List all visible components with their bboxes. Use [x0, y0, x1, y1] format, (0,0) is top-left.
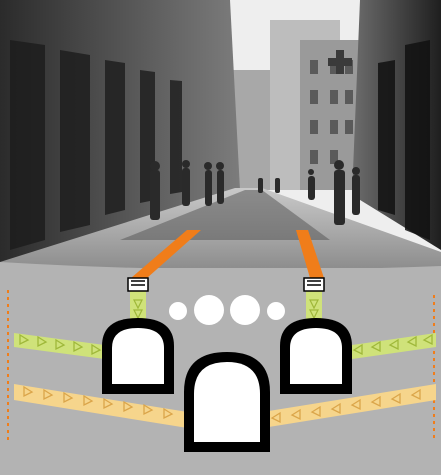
- left-tunnel: [102, 318, 174, 394]
- center-tunnel: [184, 352, 270, 452]
- pipe-circle-3: [230, 295, 260, 325]
- pipe-circle-1: [169, 302, 187, 320]
- grate-icon-right: [304, 278, 324, 291]
- pipe-circle-4: [267, 302, 285, 320]
- street-photo: [0, 0, 441, 270]
- green-shaft-right: [306, 290, 322, 320]
- grate-icon-left: [128, 278, 148, 291]
- green-shaft-left: [130, 290, 146, 320]
- right-tunnel: [280, 318, 352, 394]
- pipe-circle-2: [194, 295, 224, 325]
